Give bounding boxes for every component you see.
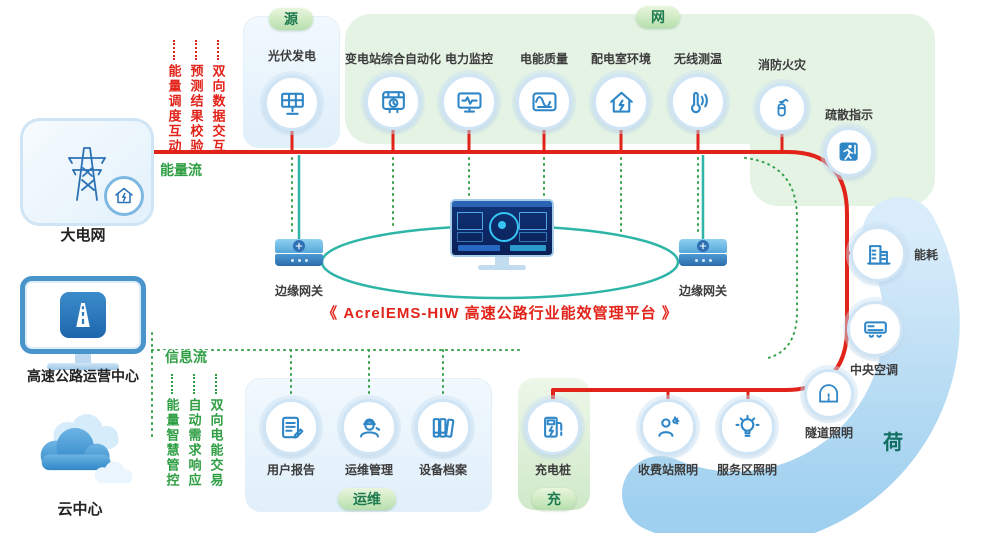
wireless-temp-label: 无线测温	[673, 52, 723, 66]
pv-generation-label: 光伏发电	[267, 49, 317, 63]
edge-gateway-right	[679, 239, 727, 266]
node-tunnel-lighting	[804, 369, 854, 419]
service-area-lighting-icon	[734, 414, 760, 437]
node-evacuation-sign	[824, 127, 874, 177]
node-power-monitoring	[441, 74, 497, 130]
substation-automation-icon	[381, 90, 405, 113]
toll-lighting-label: 收费站照明	[637, 463, 699, 477]
om-management-label: 运维管理	[344, 463, 394, 477]
tunnel-lighting-label: 隧道照明	[804, 426, 854, 440]
info-flow-label: 信息流	[162, 349, 210, 366]
power-monitoring-icon	[456, 91, 482, 113]
cloud-center-label: 云中心	[57, 501, 103, 518]
energy-flow-main	[146, 150, 849, 400]
charge-badge: 充	[532, 488, 576, 510]
power-quality-label: 电能质量	[519, 52, 569, 66]
distribution-room-label: 配电室环境	[590, 52, 652, 66]
node-user-report	[263, 399, 319, 455]
operation-center-label: 高速公路运营中心	[27, 368, 139, 384]
wireless-temperature-icon	[690, 91, 708, 113]
node-fire-safety	[757, 83, 807, 133]
operation-center-node	[15, 276, 151, 370]
dotted-connector	[217, 40, 219, 60]
power-house-icon	[104, 176, 144, 216]
energy-flow-label: 能量流	[157, 162, 205, 179]
load-band	[622, 197, 960, 533]
toll-station-lighting-icon	[657, 415, 679, 437]
dotted-connector	[215, 374, 217, 394]
gateway-links	[297, 155, 705, 239]
node-distribution-room	[593, 74, 649, 130]
node-wireless-temperature	[670, 74, 726, 130]
platform-title: 《 AcrelEMS-HIW 高速公路行业能效管理平台 》	[322, 305, 678, 322]
energy-consumption-label: 能耗	[914, 248, 939, 262]
info-annotation-2: 自动需求响应	[186, 374, 202, 488]
ev-charger-icon	[543, 416, 562, 438]
dotted-connector	[193, 374, 195, 394]
device-archive-icon	[432, 417, 454, 438]
source-badge: 源	[269, 8, 313, 30]
node-power-quality	[516, 74, 572, 130]
node-toll-station-lighting	[640, 399, 696, 455]
four-way-arrows-icon	[293, 240, 305, 252]
node-service-area-lighting	[719, 399, 775, 455]
load-badge: 荷	[883, 432, 903, 454]
ev-charger-label: 充电桩	[534, 463, 572, 477]
dotted-connector	[195, 40, 197, 60]
hvac-icon	[863, 320, 887, 338]
power-grid-label: 大电网	[60, 227, 106, 244]
service-area-lighting-label: 服务区照明	[716, 463, 778, 477]
grid-badge: 网	[636, 6, 680, 28]
power-monitoring-label: 电力监控	[444, 52, 494, 66]
hvac-label: 中央空调	[849, 363, 899, 377]
four-way-arrows-icon	[697, 240, 709, 252]
evacuation-sign-icon	[839, 142, 859, 162]
device-archive-label: 设备档案	[418, 463, 468, 477]
energy-consumption-icon	[866, 244, 891, 265]
node-device-archive	[415, 399, 471, 455]
node-ev-charger	[525, 399, 581, 455]
energy-annotation-3: 双向数据交互	[210, 40, 226, 154]
om-management-icon	[359, 417, 380, 438]
transmission-tower-icon	[68, 147, 106, 201]
operation-center-monitor-icon	[20, 276, 146, 354]
platform-dashboard-monitor	[450, 199, 554, 270]
evacuation-label: 疏散指示	[824, 108, 874, 122]
om-badge: 运维	[338, 488, 396, 510]
info-annotation-3: 双向电能交易	[208, 374, 224, 488]
edge-gateway-left	[275, 239, 323, 266]
energy-annotation-1: 能量调度互动	[166, 40, 182, 154]
info-annotation-1: 能量智慧管控	[164, 374, 180, 488]
dashboard-screen-icon	[450, 199, 554, 257]
node-hvac	[847, 301, 903, 357]
edge-gateway-left-label: 边缘网关	[274, 284, 324, 298]
solar-panel-icon	[280, 92, 304, 115]
power-quality-icon	[531, 91, 557, 111]
user-report-label: 用户报告	[266, 463, 316, 477]
cloud-center-node	[22, 410, 140, 498]
node-energy-consumption	[850, 226, 906, 282]
power-grid-node	[20, 118, 154, 226]
node-pv-generation	[264, 75, 320, 131]
energy-annotation-2: 预测结果校验	[188, 40, 204, 154]
cloud-icon	[40, 414, 133, 483]
dotted-connector	[173, 40, 175, 60]
dotted-connector	[171, 374, 173, 394]
fire-safety-icon	[777, 99, 789, 117]
distribution-room-icon	[609, 91, 633, 113]
node-om-management	[341, 399, 397, 455]
highway-sign-icon	[60, 292, 106, 338]
tunnel-lighting-icon	[819, 384, 839, 403]
edge-gateway-right-label: 边缘网关	[678, 284, 728, 298]
user-report-icon	[281, 416, 303, 438]
node-substation-automation	[365, 74, 421, 130]
info-flow-lines	[151, 157, 798, 438]
fire-safety-label: 消防火灾	[757, 58, 807, 72]
substation-label: 变电站综合自动化	[344, 52, 442, 66]
